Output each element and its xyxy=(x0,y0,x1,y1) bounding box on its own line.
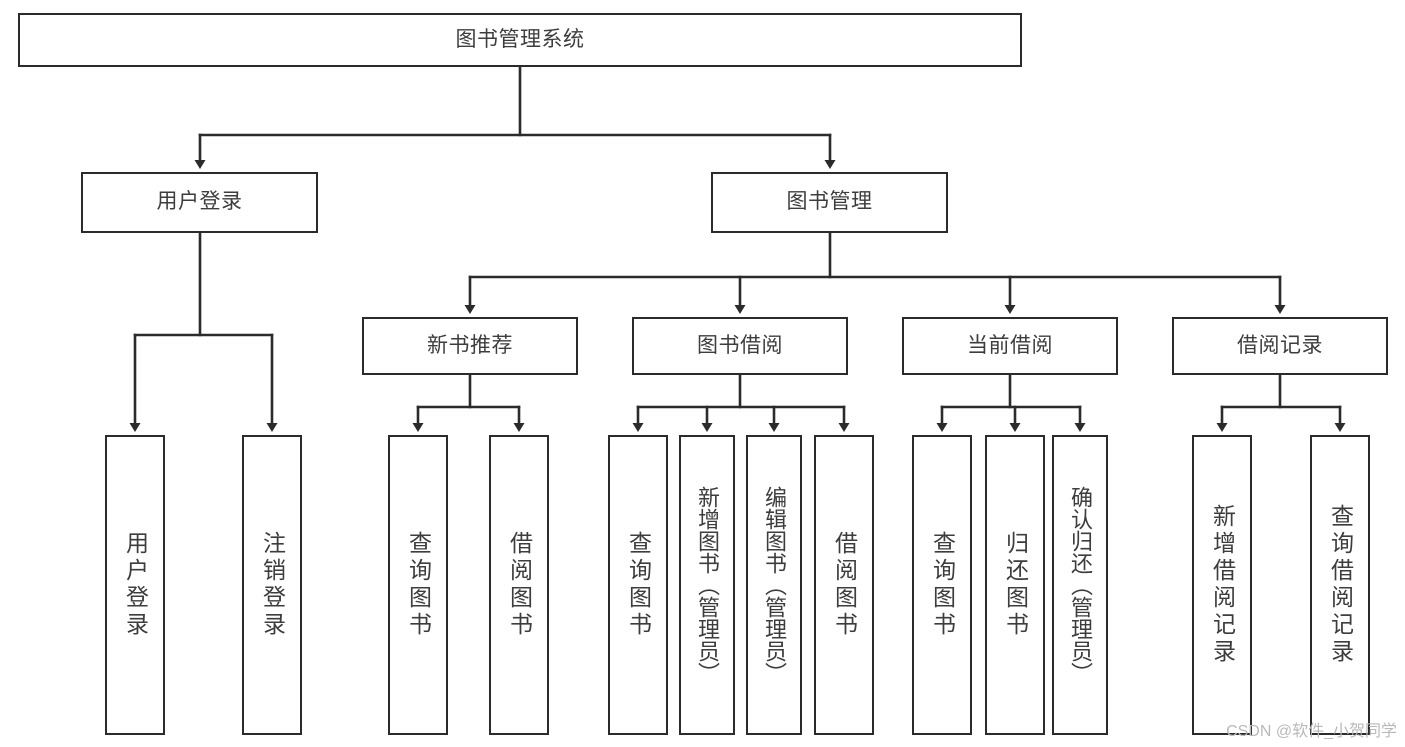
node-label: 新增借阅记录 xyxy=(1209,504,1236,666)
node-label: 借阅记录 xyxy=(1237,333,1323,357)
node-label: 借阅图书 xyxy=(831,531,858,639)
node-label: 新书推荐 xyxy=(427,333,513,357)
node-leaf-add-record[interactable]: 新增借阅记录 xyxy=(1192,435,1252,735)
watermark: CSDN @软件_小贺同学 xyxy=(1226,723,1397,740)
node-label: 查询图书 xyxy=(405,531,432,639)
node-label: 当前借阅 xyxy=(967,333,1053,357)
node-label: 归还图书 xyxy=(1002,531,1029,639)
node-root-system[interactable]: 图书管理系统 xyxy=(18,13,1022,67)
node-current-borrow[interactable]: 当前借阅 xyxy=(902,317,1118,375)
node-label: 编辑图书（管理员） xyxy=(762,486,787,684)
node-leaf-edit-book[interactable]: 编辑图书（管理员） xyxy=(746,435,802,735)
node-label: 注销登录 xyxy=(259,531,286,639)
node-label: 用户登录 xyxy=(156,190,243,214)
node-user-login[interactable]: 用户登录 xyxy=(81,172,318,233)
node-label: 查询图书 xyxy=(929,531,956,639)
node-label: 用户登录 xyxy=(122,531,149,639)
node-label: 图书管理 xyxy=(786,190,873,214)
node-label: 确认归还（管理员） xyxy=(1068,486,1093,684)
node-label: 借阅图书 xyxy=(506,531,533,639)
node-label: 图书管理系统 xyxy=(455,27,585,51)
node-leaf-query-book-2[interactable]: 查询图书 xyxy=(608,435,668,735)
node-label: 新增图书（管理员） xyxy=(695,486,720,684)
node-leaf-query-record[interactable]: 查询借阅记录 xyxy=(1310,435,1370,735)
node-leaf-add-book[interactable]: 新增图书（管理员） xyxy=(679,435,735,735)
node-leaf-user-logout[interactable]: 注销登录 xyxy=(242,435,302,735)
node-book-borrow[interactable]: 图书借阅 xyxy=(632,317,848,375)
node-leaf-borrow-book-1[interactable]: 借阅图书 xyxy=(489,435,549,735)
node-leaf-confirm-return[interactable]: 确认归还（管理员） xyxy=(1052,435,1108,735)
node-leaf-query-book-3[interactable]: 查询图书 xyxy=(912,435,972,735)
node-label: 查询图书 xyxy=(625,531,652,639)
node-leaf-return-book[interactable]: 归还图书 xyxy=(985,435,1045,735)
node-new-book-rec[interactable]: 新书推荐 xyxy=(362,317,578,375)
node-label: 查询借阅记录 xyxy=(1327,504,1354,666)
node-label: 图书借阅 xyxy=(697,333,783,357)
node-leaf-user-login[interactable]: 用户登录 xyxy=(105,435,165,735)
node-leaf-query-book-1[interactable]: 查询图书 xyxy=(388,435,448,735)
node-leaf-borrow-book-2[interactable]: 借阅图书 xyxy=(814,435,874,735)
node-book-manage[interactable]: 图书管理 xyxy=(711,172,948,233)
node-borrow-record[interactable]: 借阅记录 xyxy=(1172,317,1388,375)
